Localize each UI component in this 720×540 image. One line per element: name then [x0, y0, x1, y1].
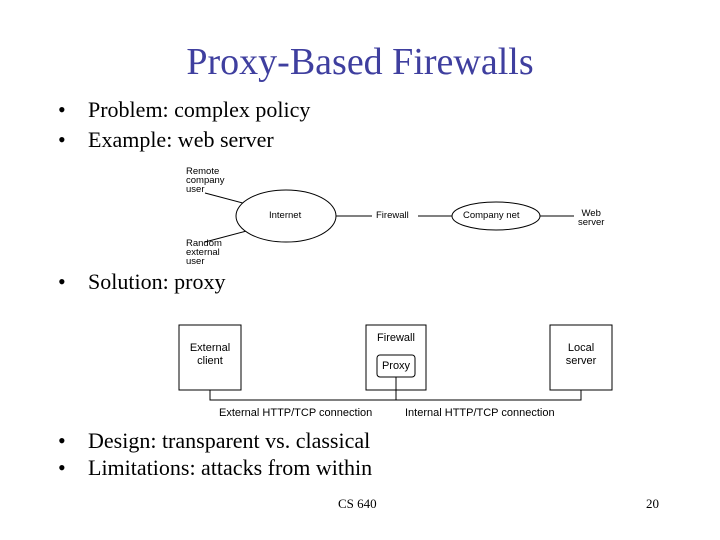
bullet-text: Limitations: attacks from within — [88, 455, 373, 480]
bullet-dot: • — [58, 455, 66, 480]
proxy-firewall-label: Firewall — [377, 332, 415, 344]
firewall-diagram — [204, 189, 574, 243]
external-connection-line — [209, 377, 397, 401]
bullet-solution: • Solution: proxy — [58, 269, 226, 295]
internal-connection-label: Internal HTTP/TCP connection — [405, 407, 555, 419]
bullet-dot: • — [58, 97, 66, 122]
bullet-dot: • — [58, 428, 66, 453]
internet-label: Internet — [269, 210, 302, 221]
company-net-label: Company net — [463, 210, 520, 221]
bullet-problem: • Problem: complex policy — [58, 97, 310, 123]
slide-title: Proxy-Based Firewalls — [186, 41, 534, 83]
internal-connection-line — [395, 377, 582, 401]
proxy-diagram — [178, 324, 613, 401]
firewall-label: Firewall — [376, 210, 409, 221]
bullet-dot: • — [58, 269, 66, 294]
bullet-text: Problem: complex policy — [88, 97, 311, 122]
bullet-text: Design: transparent vs. classical — [88, 428, 371, 453]
page-number: 20 — [646, 496, 659, 511]
bullet-dot: • — [58, 127, 66, 152]
bullet-design: • Design: transparent vs. classical — [58, 428, 370, 454]
proxy-label: Proxy — [381, 360, 411, 372]
bullet-example: • Example: web server — [58, 127, 274, 153]
external-connection-label: External HTTP/TCP connection — [219, 407, 373, 419]
bullet-text: Example: web server — [88, 127, 274, 152]
bullet-text: Solution: proxy — [88, 269, 226, 294]
bullet-limitations: • Limitations: attacks from within — [58, 455, 372, 481]
course-footer: CS 640 — [338, 496, 377, 511]
